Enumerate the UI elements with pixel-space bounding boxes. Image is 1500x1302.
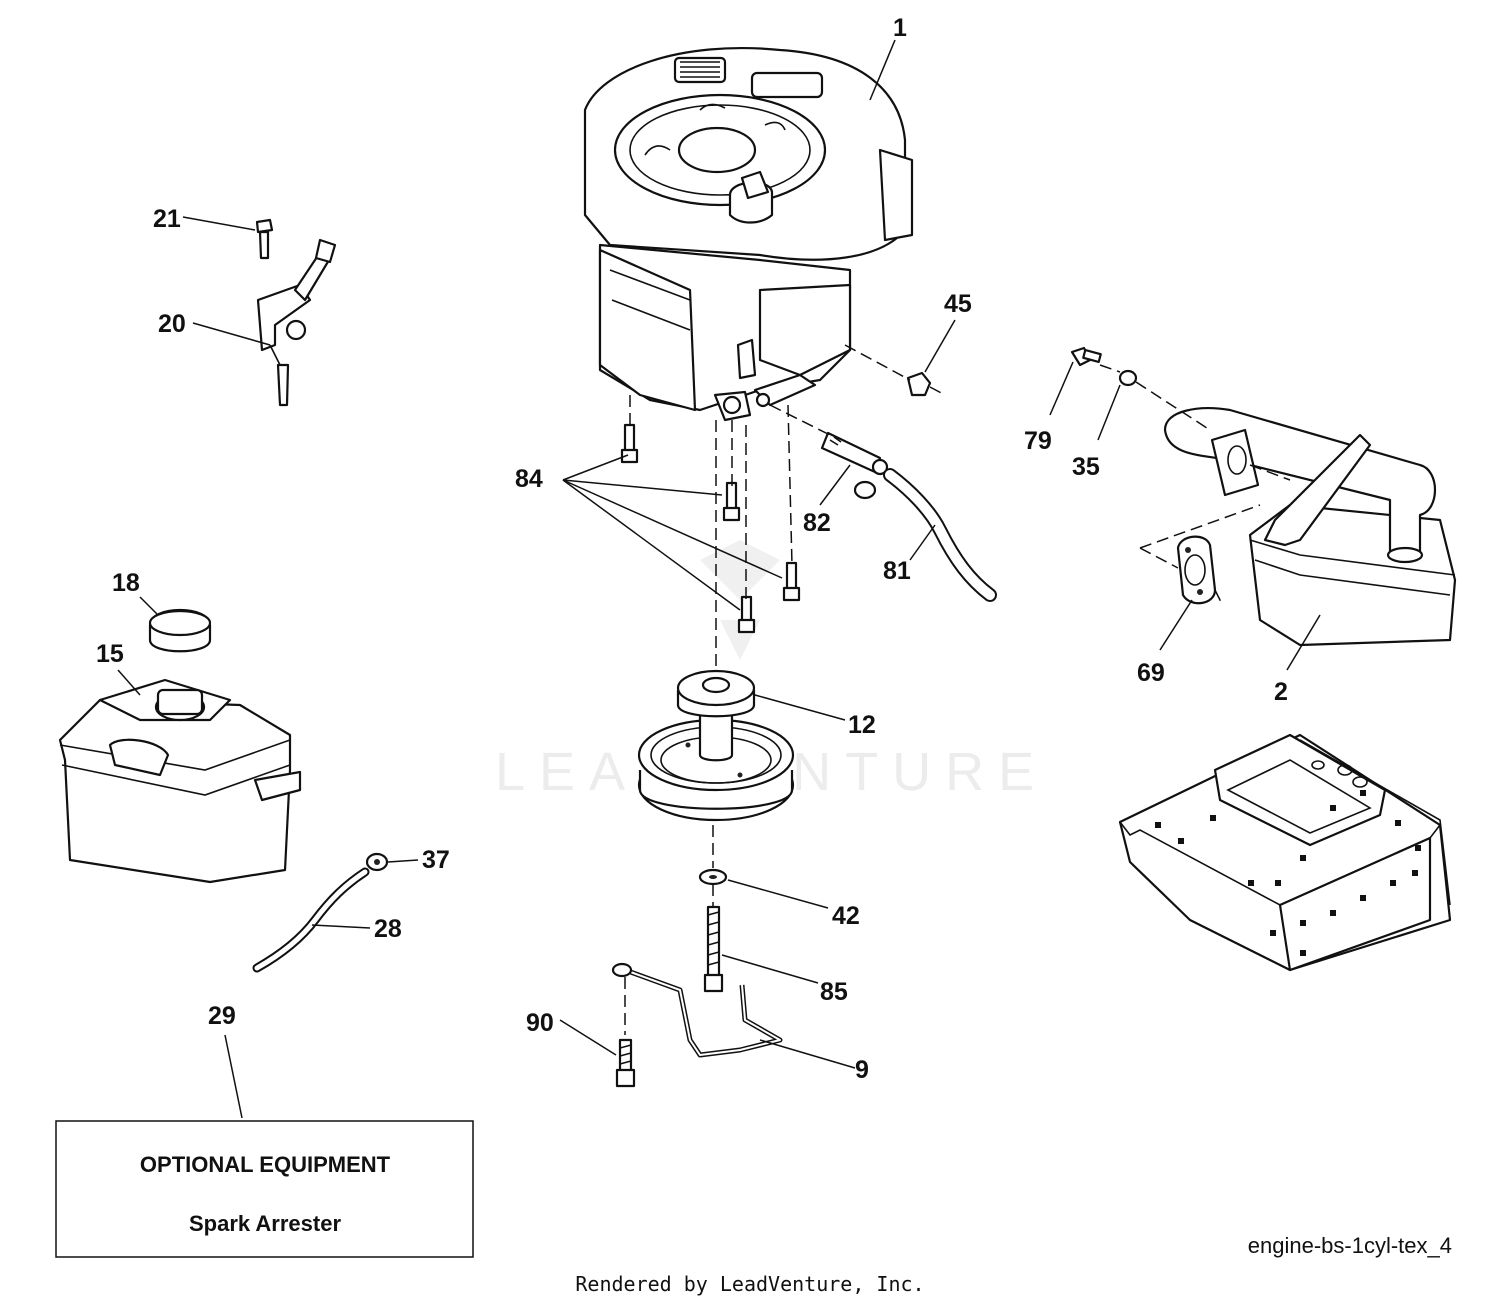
- callout-90: 90: [526, 1009, 554, 1037]
- bracket-rod-part: [611, 962, 783, 1088]
- optional-equipment-heading: OPTIONAL EQUIPMENT: [140, 1152, 391, 1177]
- fuel-line-part: [252, 852, 389, 973]
- callout-18: 18: [112, 569, 140, 597]
- callout-85: 85: [820, 978, 848, 1006]
- callout-35: 35: [1072, 453, 1100, 481]
- callout-42: 42: [832, 902, 860, 930]
- engine-mount-plate-part: [1118, 733, 1452, 972]
- callout-84: 84: [515, 465, 543, 493]
- pulley-part: [637, 669, 795, 822]
- callout-15: 15: [96, 640, 124, 668]
- callout-45: 45: [944, 290, 972, 318]
- diagram-code: engine-bs-1cyl-tex_4: [1248, 1233, 1452, 1258]
- callout-12: 12: [848, 711, 876, 739]
- callout-numbers: 1 21 20 45 79 35 84 82 81 18 15 69 2 12 …: [96, 14, 1288, 1084]
- callout-69: 69: [1137, 659, 1165, 687]
- engine-mount-bolts: [620, 423, 801, 634]
- callout-20: 20: [158, 310, 186, 338]
- nut-part: [906, 371, 932, 397]
- callout-1: 1: [893, 14, 907, 42]
- oil-drain-part: [820, 431, 997, 602]
- assembly-lines: [624, 344, 1291, 1035]
- optional-equipment-box: OPTIONAL EQUIPMENT Spark Arrester: [55, 1120, 474, 1258]
- throttle-control-part: [255, 218, 337, 407]
- callout-79: 79: [1024, 427, 1052, 455]
- fuel-cap-part: [148, 608, 212, 653]
- fuel-tank-part: [58, 678, 302, 884]
- pulley-bolt-part: [698, 868, 728, 993]
- leader-lines: [117, 39, 1321, 1119]
- gasket-part: [1176, 535, 1217, 605]
- footer-credit: Rendered by LeadVenture, Inc.: [575, 1272, 924, 1296]
- callout-37: 37: [422, 846, 450, 874]
- callout-28: 28: [374, 915, 402, 943]
- callout-2: 2: [1274, 678, 1288, 706]
- callout-82: 82: [803, 509, 831, 537]
- callout-81: 81: [883, 557, 911, 585]
- callout-21: 21: [153, 205, 181, 233]
- optional-equipment-item: Spark Arrester: [189, 1211, 341, 1236]
- callout-9: 9: [855, 1056, 869, 1084]
- muffler-part: [1070, 346, 1457, 647]
- engine-part: [583, 46, 914, 422]
- callout-29: 29: [208, 1002, 236, 1030]
